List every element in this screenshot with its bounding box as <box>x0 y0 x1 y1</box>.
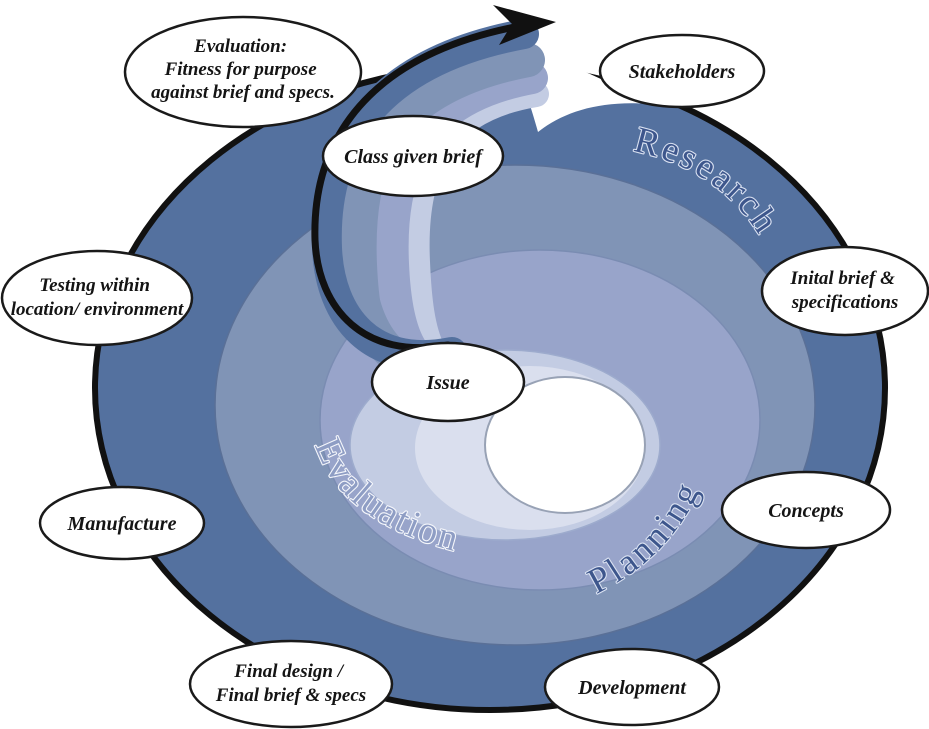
bubble-ellipse <box>370 341 526 423</box>
bubble-ellipse <box>598 33 766 109</box>
bubble-concepts: Concepts <box>720 470 892 550</box>
bubble-label: Class given brief <box>344 146 484 168</box>
bubble-initial-brief: Inital brief & specifications <box>760 245 929 337</box>
bubble-issue: Issue <box>370 341 526 423</box>
bubble-ellipse <box>188 639 394 729</box>
bubble-label: Issue <box>425 372 469 394</box>
bubble-final-design: Final design / Final brief & specs <box>188 639 394 729</box>
bubble-stakeholders: Stakeholders <box>598 33 766 109</box>
bubble-label: Evaluation: Fitness for purpose against … <box>151 36 335 103</box>
spiral-center-hole <box>484 376 646 514</box>
bubble-evaluation-fitness: Evaluation: Fitness for purpose against … <box>123 15 363 129</box>
bubble-label: Testing within location/ environment <box>11 275 184 320</box>
bubble-label: Manufacture <box>67 513 177 535</box>
bubble-label: Inital brief & specifications <box>789 268 899 313</box>
bubble-ellipse <box>760 245 929 337</box>
bubble-label: Final design / Final brief & specs <box>215 661 366 706</box>
spiral-leading-edge <box>311 22 524 352</box>
bubble-label: Development <box>577 677 687 699</box>
bubble-ellipse <box>720 470 892 550</box>
bubble-ellipse <box>543 647 721 727</box>
bubble-label: Concepts <box>768 500 844 522</box>
bubble-ellipse <box>123 15 363 129</box>
bubble-manufacture: Manufacture <box>38 485 206 561</box>
bubble-development: Development <box>543 647 721 727</box>
spiral-arm-dark-lane <box>311 19 539 370</box>
bubble-label: Stakeholders <box>629 61 736 83</box>
bubble-testing: Testing within location/ environment <box>0 249 194 347</box>
bubble-ellipse <box>38 485 206 561</box>
arrow-icon <box>493 5 556 45</box>
bubble-ellipse <box>321 114 505 198</box>
bubble-class-given-brief: Class given brief <box>321 114 505 198</box>
bubble-ellipse <box>0 249 194 347</box>
